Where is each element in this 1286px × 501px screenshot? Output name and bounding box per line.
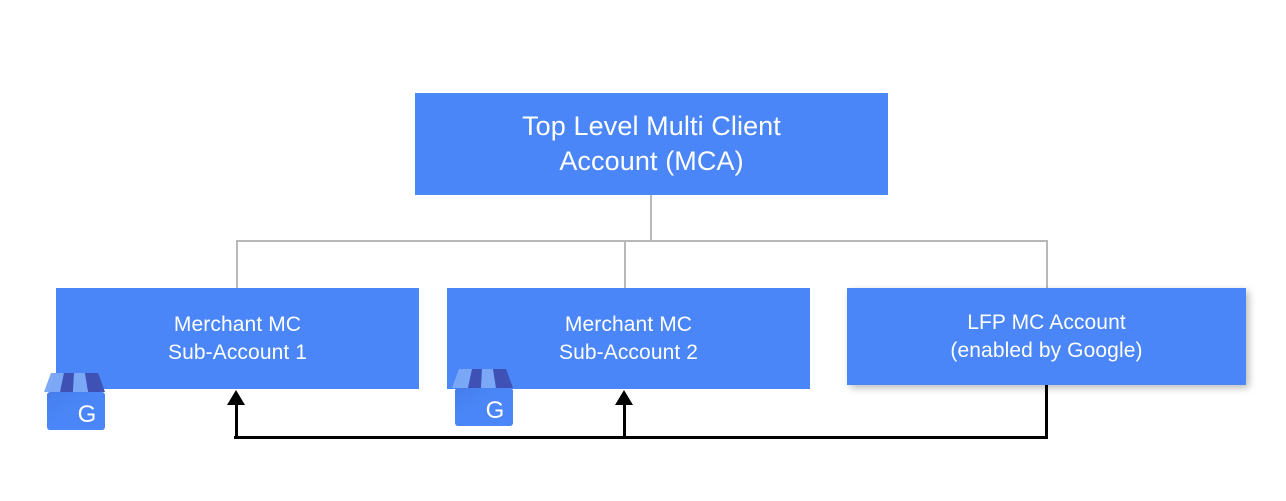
node-top-level-mca-line2: Account (MCA)	[559, 146, 744, 176]
node-top-level-mca[interactable]: Top Level Multi Client Account (MCA)	[415, 93, 888, 195]
feedback-connector-riser-lfp	[1045, 385, 1048, 437]
feedback-connector-riser-sub1	[235, 402, 238, 437]
feedback-connector-bus	[234, 436, 1048, 439]
tree-connector-bus	[236, 240, 1048, 242]
tree-connector-drop-sub2	[624, 240, 626, 289]
node-merchant-sub-account-1-line1: Merchant MC	[173, 313, 302, 337]
node-merchant-sub-account-2[interactable]: Merchant MC Sub-Account 2	[447, 288, 810, 389]
feedback-arrowhead-sub1	[227, 390, 245, 405]
node-lfp-mc-account-line2: (enabled by Google)	[950, 338, 1143, 362]
node-merchant-sub-account-2-line1: Merchant MC	[564, 313, 693, 337]
node-merchant-sub-account-1-line2: Sub-Account 1	[167, 340, 308, 364]
google-business-storefront-icon: G	[452, 369, 513, 426]
tree-connector-drop-sub1	[236, 240, 238, 289]
google-business-storefront-icon: G	[44, 373, 105, 430]
tree-connector-drop-lfp	[1046, 240, 1048, 289]
feedback-connector-riser-sub2	[623, 402, 626, 437]
node-merchant-sub-account-2-line2: Sub-Account 2	[558, 340, 699, 364]
tree-connector-stem	[650, 195, 652, 241]
node-lfp-mc-account[interactable]: LFP MC Account (enabled by Google)	[847, 288, 1246, 385]
google-g-glyph: G	[486, 397, 505, 424]
node-top-level-mca-line1: Top Level Multi Client	[522, 110, 781, 141]
feedback-arrowhead-sub2	[615, 390, 633, 405]
node-lfp-mc-account-line1: LFP MC Account	[967, 311, 1126, 335]
node-merchant-sub-account-1[interactable]: Merchant MC Sub-Account 1	[56, 288, 419, 389]
google-g-glyph: G	[78, 401, 97, 428]
